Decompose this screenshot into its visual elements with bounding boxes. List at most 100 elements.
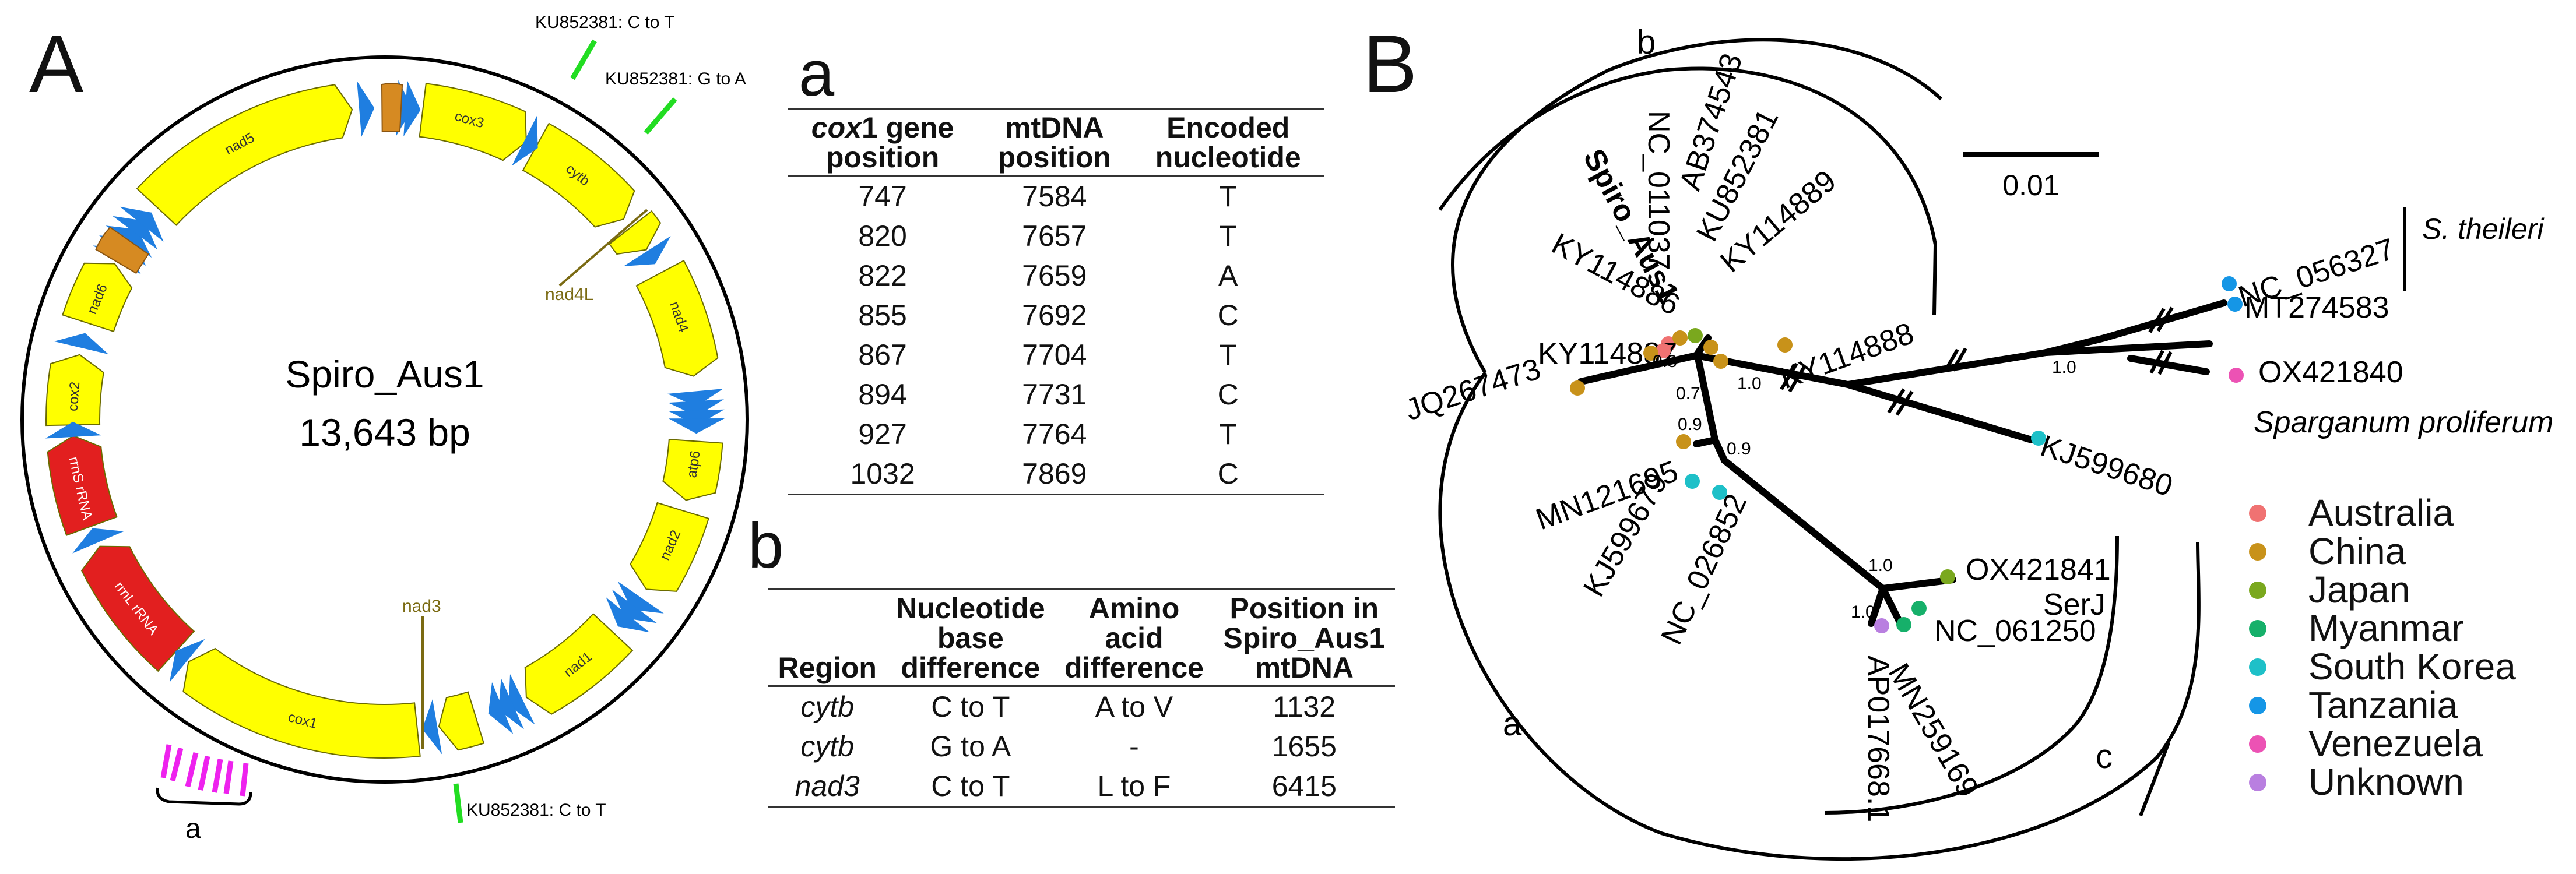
table-a-header-encoded: Encoded: [1131, 108, 1324, 143]
trna-gene-mark: [54, 333, 109, 354]
table-a-cell: 1032: [788, 454, 978, 495]
table-b-header-2-1: [768, 623, 886, 653]
clade-b-label: b: [1637, 23, 1656, 61]
tree-tip-label: OX421841: [1966, 553, 2111, 587]
gene-nad1: [524, 613, 634, 715]
gene-nad4: [635, 259, 719, 377]
legend-label: Unknown: [2308, 761, 2464, 803]
table-a-cell: 7584: [1022, 180, 1087, 213]
tree-tip-dot: [1874, 618, 1889, 633]
phylogenetic-tree: b a c 0.01 S. theileri Spiro_Aus1NC_0110…: [1401, 23, 2553, 861]
non-coding-region: [95, 226, 149, 274]
table-a-header-cox1: cox1 gene: [788, 108, 978, 143]
legend-label: China: [2308, 530, 2406, 572]
tree-tip-dot: [1703, 340, 1718, 355]
table-b-cell: 1655: [1271, 730, 1337, 763]
clade-c-outline-2: [2139, 742, 2170, 817]
legend-swatch: [2249, 505, 2266, 522]
table-b-header-1-2: Nucleotide: [886, 588, 1055, 623]
trna-gene-mark: [668, 418, 725, 434]
gene-nad5: [136, 84, 353, 226]
snp-mark-cytb-2: [644, 97, 677, 135]
tree-tip-label: JQ267473: [1401, 352, 1545, 427]
support-value: 0.9: [1678, 415, 1702, 434]
gene-rrnl: [80, 545, 195, 672]
support-value: 0.8: [1653, 352, 1677, 371]
trna-gene-mark: [72, 528, 124, 554]
legend-label: Australia: [2308, 492, 2454, 534]
tree-tip-dot: [1656, 343, 1671, 358]
table-b-header-2-3: acid: [1105, 622, 1164, 654]
support-value: 1.0: [1737, 374, 1762, 393]
nad4l-label: nad4L: [545, 285, 593, 304]
tree-tip-dot: [1712, 485, 1727, 500]
trna-gene-mark: [606, 597, 650, 633]
tree-tip-label: SerJ: [2043, 588, 2106, 622]
panel-b-letter: B: [1363, 18, 1418, 110]
snp-mark-nad3: [453, 783, 463, 823]
snp-label-2: KU852381: G to A: [605, 69, 746, 89]
table-a-cell: 894: [858, 378, 907, 411]
table-b-cell: L to F: [1055, 766, 1214, 808]
table-a: cox1 gene mtDNA Encoded position positio…: [788, 108, 1324, 495]
table-b-cell: G to A: [930, 730, 1011, 763]
non-coding-region: [381, 83, 403, 132]
table-a-cell: 747: [858, 180, 907, 213]
trna-gene-mark: [512, 115, 538, 166]
table-a-header-2-3: nucleotide: [1131, 143, 1324, 177]
tree-tip-label: NC_011037: [1642, 111, 1675, 270]
legend-swatch: [2249, 697, 2266, 714]
table-a-cell: A: [1218, 259, 1238, 292]
gene-nad3: [438, 691, 485, 751]
legend-label: Japan: [2308, 569, 2410, 611]
table-a-header-2-2: position: [977, 143, 1132, 177]
table-b: Nucleotide Amino Position in base acid S…: [768, 588, 1395, 808]
tree-tip-label: OX421840: [2258, 355, 2403, 389]
trna-gene-mark: [169, 639, 205, 683]
scale-bar-label: 0.01: [2002, 169, 2059, 202]
table-a-cell: T: [1219, 180, 1237, 213]
table-a-cell: 927: [858, 418, 907, 450]
genome-circle: [20, 55, 749, 784]
clade-c-outline: [1824, 535, 2119, 815]
tree-tip-label: NC_061250: [1934, 614, 2096, 648]
legend-swatch: [2249, 774, 2266, 791]
table-b-header-1-3: Amino: [1055, 588, 1214, 623]
branch-break-marks: [1780, 306, 2174, 416]
legend-swatch: [2249, 735, 2266, 753]
legend-swatch: [2249, 543, 2266, 561]
tree-tip-dot: [2222, 276, 2237, 291]
gene-label-cox2: cox2: [65, 381, 83, 412]
legend-label: South Korea: [2308, 646, 2516, 688]
trna-gene-mark: [488, 682, 514, 734]
tree-tip-dot: [1911, 601, 1927, 616]
legend-swatch: [2249, 658, 2266, 676]
tree-tip-dot: [1688, 328, 1703, 343]
trna-gene-mark: [623, 236, 671, 266]
table-b-header-3-1: Region: [768, 653, 887, 687]
snp-mark-cytb-1: [570, 39, 597, 80]
legend-swatch: [2249, 620, 2266, 637]
trna-gene-mark: [113, 216, 158, 250]
tree-branches: [1577, 299, 2227, 627]
trna-gene-mark: [422, 699, 442, 755]
support-value: 1.0: [2052, 358, 2076, 377]
clade-a-label: a: [1503, 705, 1522, 743]
table-a-cell: 820: [858, 220, 907, 252]
table-a-cell: 855: [858, 299, 907, 332]
table-a-cell: 7659: [1022, 259, 1087, 292]
support-value: 0.9: [1727, 439, 1751, 459]
snp-label-3: KU852381: C to T: [466, 801, 606, 820]
tree-tip-label: Sparganum proliferum: [2254, 406, 2553, 439]
trna-gene-mark: [612, 589, 657, 623]
table-b-cell: A to V: [1095, 690, 1173, 723]
table-b-cell: 1132: [1273, 690, 1336, 723]
s-theileri-label: S. theileri: [2422, 213, 2545, 245]
trna-gene-mark: [45, 421, 101, 439]
clade-b-outline: [1438, 66, 1938, 315]
table-b-cell: C to T: [886, 766, 1055, 808]
